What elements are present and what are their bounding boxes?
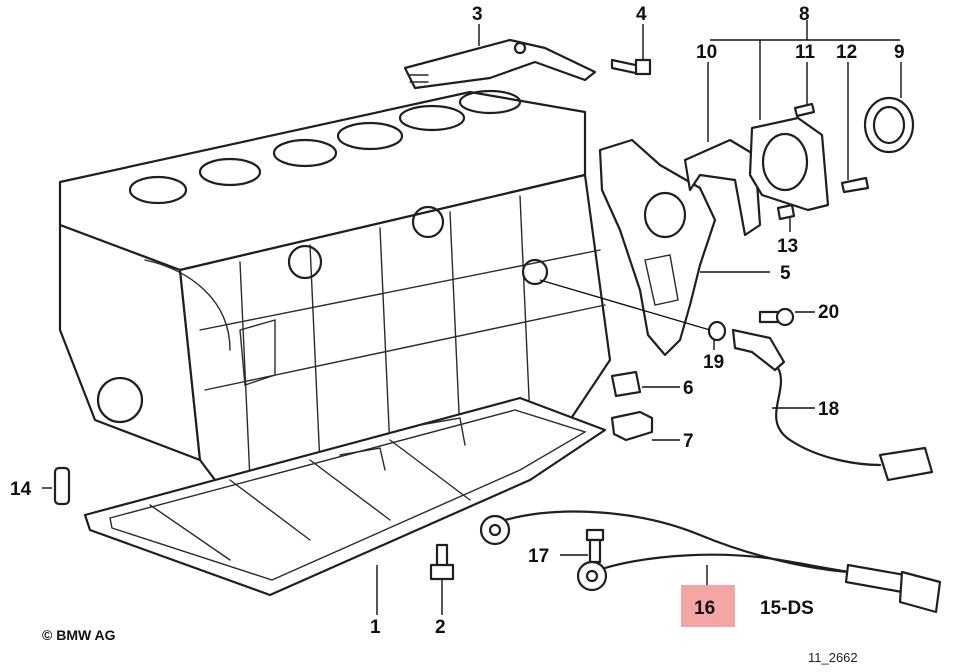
label-part-2: 2 — [435, 617, 446, 638]
label-part-20: 20 — [818, 302, 839, 323]
label-part-12: 12 — [836, 42, 857, 63]
label-part-9: 9 — [894, 42, 905, 63]
label-part-4: 4 — [636, 4, 647, 25]
seal-gasket — [683, 138, 762, 237]
seal-housing — [748, 116, 830, 212]
label-part-11: 11 — [795, 42, 816, 63]
knock-sensor-harness — [479, 510, 942, 614]
bolt-17-icon — [585, 528, 605, 564]
plug-6-icon — [610, 370, 642, 398]
bolt-12-icon — [840, 176, 870, 194]
label-part-1: 1 — [370, 617, 381, 638]
reference-code: 11_2662 — [808, 650, 858, 665]
copyright: © BMW AG — [42, 627, 116, 643]
highlight-box — [681, 585, 735, 627]
label-part-8: 8 — [799, 4, 810, 25]
o-ring-icon — [707, 320, 727, 342]
label-part-13: 13 — [777, 236, 798, 257]
bolt-11-icon — [793, 102, 816, 118]
label-part-17: 17 — [528, 546, 549, 567]
bracket — [403, 38, 597, 90]
leader-lines — [42, 20, 902, 615]
seal-ring — [863, 96, 915, 154]
crank-sensor — [731, 328, 934, 482]
label-part-5: 5 — [780, 263, 791, 284]
label-part-16: 16 — [694, 598, 715, 619]
label-part-15: 15-DS — [760, 598, 814, 619]
bolt-4-icon — [610, 58, 652, 76]
bolt-2-icon — [429, 543, 455, 581]
label-part-10: 10 — [696, 42, 717, 63]
label-part-7: 7 — [683, 431, 694, 452]
label-part-3: 3 — [472, 4, 483, 25]
oil-pan-gasket — [83, 396, 607, 597]
plug-7-icon — [610, 410, 654, 442]
sleeve-14-icon — [53, 466, 71, 506]
label-part-14: 14 — [10, 479, 32, 500]
label-part-19: 19 — [703, 352, 724, 373]
label-part-18: 18 — [818, 399, 839, 420]
dowel-13-icon — [776, 203, 796, 221]
label-part-6: 6 — [683, 378, 694, 399]
bolt-20-icon — [758, 307, 795, 327]
